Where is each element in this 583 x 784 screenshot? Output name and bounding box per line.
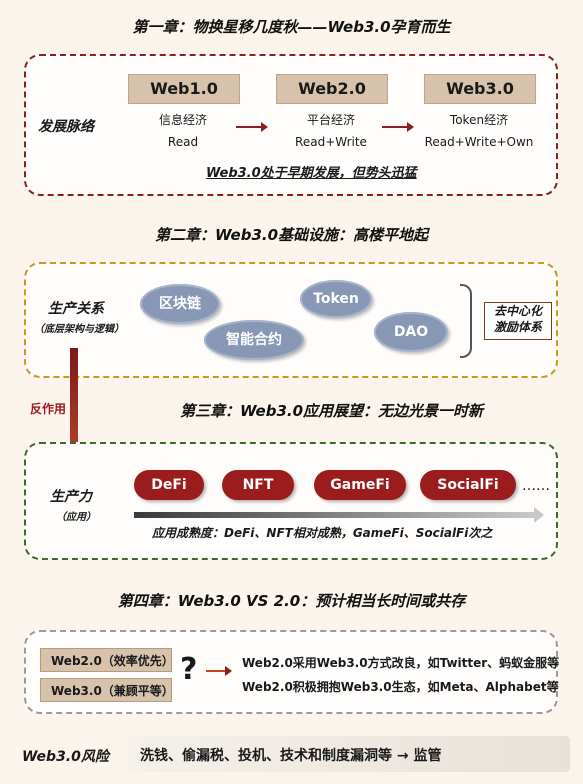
cloud-dao: DAO [374, 312, 448, 352]
chapter3-title: 第三章：Web3.0应用展望：无边光景一时新 [179, 402, 484, 420]
app-gamefi: GameFi [314, 470, 406, 500]
reaction-label: 反作用 [30, 402, 67, 416]
risk-text: 洗钱、偷漏税、投机、技术和制度漏洞等 → 监管 [140, 748, 442, 764]
app-socialfi: SocialFi [420, 470, 516, 500]
app-nft: NFT [222, 470, 294, 500]
bracket [460, 284, 472, 358]
web2-line1: 平台经济 [306, 113, 355, 127]
chapter4-title: 第四章：Web3.0 VS 2.0：预计相当长时间或共存 [117, 592, 466, 610]
chapter2-label: 生产关系 [48, 301, 104, 317]
apps-more: …… [522, 478, 550, 494]
arrow-1to2 [236, 122, 268, 132]
chapter1-title: 第一章：物换星移几度秋——Web3.0孕育而生 [132, 18, 451, 36]
chapter4-line1: Web2.0采用Web3.0方式改良，如Twitter、蚂蚁金服等 [242, 656, 560, 670]
arrow-2to3 [382, 122, 414, 132]
chapter4-line2: Web2.0积极拥抱Web3.0生态，如Meta、Alphabet等 [242, 680, 559, 694]
chapter3-label: 生产力 [50, 489, 92, 505]
cloud-smart-contract-label: 智能合约 [226, 332, 282, 348]
decentralized-line1: 去中心化 [493, 304, 542, 318]
maturity-arrow-head [534, 507, 544, 523]
web3-box: Web3.0 [424, 74, 536, 104]
web1-line1: 信息经济 [158, 113, 207, 127]
cloud-smart-contract: 智能合约 [204, 320, 304, 360]
web1-box: Web1.0 [128, 74, 240, 104]
decentralized-incentive-box: 去中心化 激励体系 [484, 302, 552, 340]
cloud-blockchain: 区块链 [140, 284, 220, 324]
web1-line2: Read [167, 135, 199, 149]
cloud-token: Token [300, 280, 372, 318]
chapter2-title: 第二章：Web3.0基础设施：高楼平地起 [154, 226, 429, 244]
cloud-dao-label: DAO [393, 324, 429, 340]
risk-bar [128, 736, 570, 772]
chapter2-sublabel: （底层架构与逻辑） [34, 324, 124, 335]
chapter3-sublabel: （应用） [56, 512, 96, 523]
web3-line1: Token经济 [449, 113, 509, 127]
maturity-text: 应用成熟度：DeFi、NFT相对成熟，GameFi、SocialFi次之 [152, 526, 493, 540]
chapter1-banner: Web3.0处于早期发展，但势头迅猛 [206, 166, 417, 181]
chapter1-label: 发展脉络 [38, 119, 94, 135]
web2-box: Web2.0 [276, 74, 388, 104]
chapter4-arrow [206, 666, 232, 676]
app-defi: DeFi [134, 470, 204, 500]
chapter3-frame [24, 442, 558, 560]
web2-line2: Read+Write [295, 135, 367, 149]
risk-label: Web3.0风险 [22, 749, 109, 765]
cloud-token-label: Token [313, 291, 359, 307]
web3-line2: Read+Write+Own [424, 135, 534, 149]
tag-web2: Web2.0（效率优先） [40, 648, 174, 672]
cloud-blockchain-label: 区块链 [159, 296, 201, 312]
decentralized-line2: 激励体系 [493, 320, 542, 334]
tag-web3: Web3.0（兼顾平等） [40, 678, 174, 702]
maturity-arrow-shaft [134, 512, 534, 518]
chapter2-frame [24, 262, 558, 378]
reaction-arrow-shaft [70, 348, 78, 452]
question-mark: ? [180, 652, 198, 687]
